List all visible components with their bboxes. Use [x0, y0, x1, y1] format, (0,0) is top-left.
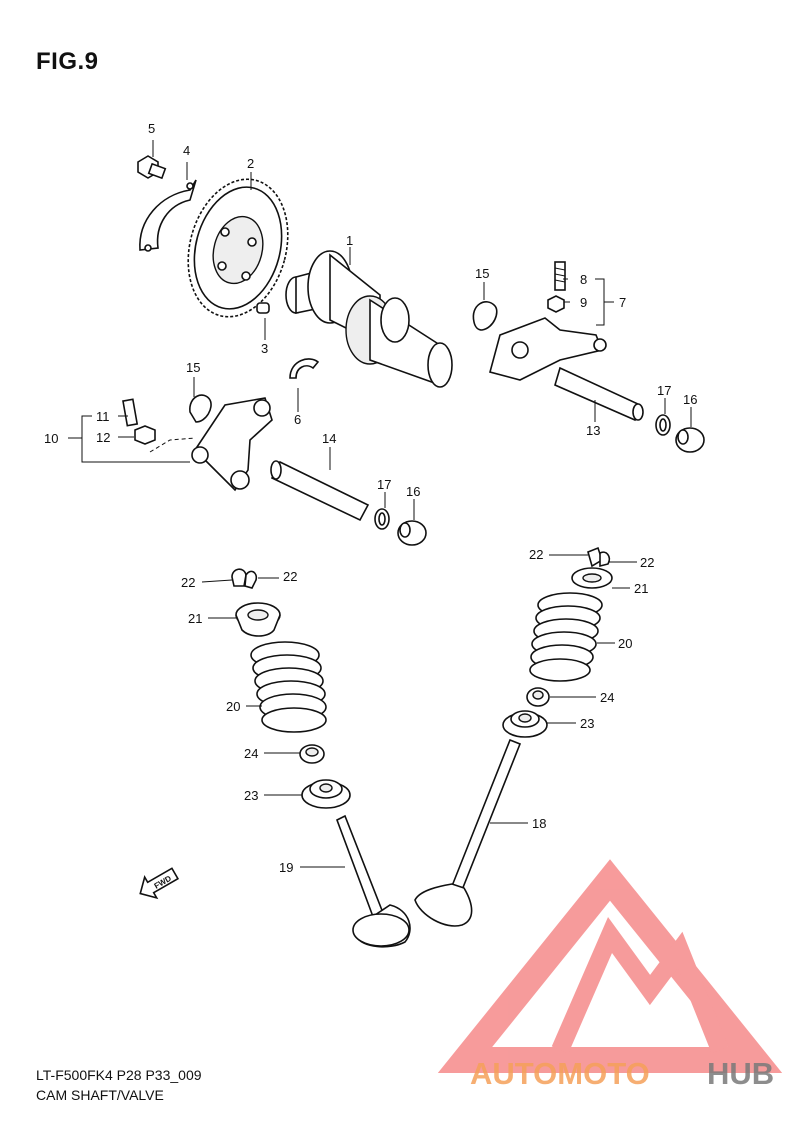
callout-8: 8 — [580, 272, 587, 287]
callout-14: 14 — [322, 431, 336, 446]
part-cap-16-right — [675, 427, 705, 453]
callout-22-d: 22 — [640, 555, 654, 570]
part-spring-20-left — [250, 641, 327, 733]
callout-17-left: 17 — [377, 477, 391, 492]
part-cotter-22-left — [231, 568, 258, 589]
figure-code: LT-F500FK4 P28 P33_009 — [36, 1067, 202, 1083]
callout-6: 6 — [294, 412, 301, 427]
callout-1: 1 — [346, 233, 353, 248]
callout-12: 12 — [96, 430, 110, 445]
part-oring-17-right — [655, 414, 671, 436]
part-spring-20-right — [529, 592, 603, 682]
callout-22-b: 22 — [283, 569, 297, 584]
part-nut-12 — [134, 425, 156, 445]
callout-11: 11 — [96, 409, 110, 424]
part-valve-18 — [414, 738, 522, 927]
part-cap-16-left — [397, 520, 427, 546]
callout-17-right: 17 — [657, 383, 671, 398]
part-seat-23-left — [301, 779, 351, 809]
callout-20-right: 20 — [618, 636, 632, 651]
part-stud-8 — [554, 261, 566, 291]
part-retainer-21-left — [235, 602, 281, 637]
part-valve-19 — [335, 814, 411, 948]
callout-numbers: 5 4 2 1 3 6 15 8 9 7 13 17 16 15 11 12 1… — [44, 121, 697, 875]
callout-13: 13 — [586, 423, 600, 438]
watermark-logo — [437, 859, 783, 1073]
callout-4: 4 — [183, 143, 190, 158]
callout-23-left: 23 — [244, 788, 258, 803]
callout-22-c: 22 — [529, 547, 543, 562]
callout-24-left: 24 — [244, 746, 258, 761]
callout-7: 7 — [619, 295, 626, 310]
part-rocker-arm-10 — [191, 397, 273, 492]
callout-16-right: 16 — [683, 392, 697, 407]
callout-20-left: 20 — [226, 699, 240, 714]
callout-5: 5 — [148, 121, 155, 136]
callout-16-left: 16 — [406, 484, 420, 499]
callout-23-right: 23 — [580, 716, 594, 731]
part-seat-23-right — [502, 710, 548, 738]
callout-21-left: 21 — [188, 611, 202, 626]
part-seal-24-left — [299, 744, 325, 764]
part-nut-9 — [547, 295, 565, 313]
part-camshaft-1 — [285, 250, 453, 388]
part-stud-11 — [122, 398, 139, 427]
callout-19: 19 — [279, 860, 293, 875]
callout-24-right: 24 — [600, 690, 614, 705]
part-cotter-22-right — [587, 546, 611, 568]
part-plate-4 — [139, 179, 197, 252]
callout-15-left: 15 — [186, 360, 200, 375]
part-sprocket-2 — [187, 178, 289, 318]
callout-9: 9 — [580, 295, 587, 310]
figure-name: CAM SHAFT/VALVE — [36, 1087, 164, 1103]
part-pin-3 — [256, 302, 270, 314]
callout-3: 3 — [261, 341, 268, 356]
leader-lines — [68, 140, 692, 868]
fwd-arrow-icon: FWD — [139, 867, 180, 900]
part-rocker-arm-7 — [489, 317, 607, 381]
callout-21-right: 21 — [634, 581, 648, 596]
callout-10: 10 — [44, 431, 58, 446]
callout-22-a: 22 — [181, 575, 195, 590]
part-retainer-21-right — [571, 567, 613, 589]
part-circlip-6 — [289, 358, 320, 379]
part-oring-17-left — [374, 508, 390, 530]
part-seal-24-right — [526, 687, 550, 707]
watermark-text-hub: HUB — [707, 1056, 774, 1091]
callout-15-right: 15 — [475, 266, 489, 281]
part-rocker-shaft-14 — [270, 460, 370, 522]
figure-title: FIG.9 — [36, 48, 99, 75]
callout-18: 18 — [532, 816, 546, 831]
part-oring-15-right — [472, 301, 498, 331]
part-rocker-shaft-13 — [554, 366, 644, 422]
callout-2: 2 — [247, 156, 254, 171]
part-oring-15-left — [189, 394, 212, 423]
watermark-text-auto: AUTOMOTO — [470, 1056, 650, 1091]
part-bolt-5 — [137, 155, 167, 180]
